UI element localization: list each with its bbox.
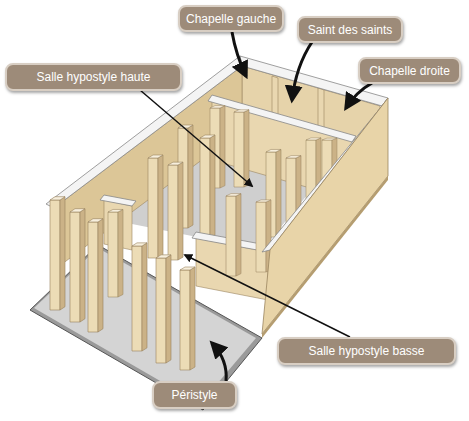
leader-arrow (346, 83, 372, 108)
leader-arrow (292, 42, 312, 100)
callout-text: Chapelle gauche (186, 12, 276, 26)
leader-arrow (232, 32, 246, 76)
callout-box: Saint des saints (297, 16, 403, 43)
callout-text: Salle hypostyle basse (308, 344, 424, 358)
callout-text: Chapelle droite (369, 64, 450, 78)
callout-box: Salle hypostyle haute (5, 63, 182, 91)
callout-text: Péristyle (171, 388, 217, 402)
leader-arrow (140, 90, 252, 186)
wall-top (100, 195, 136, 206)
callout-box: Salle hypostyle basse (277, 337, 456, 365)
leader-arrow (212, 343, 226, 381)
callout-box: Péristyle (152, 381, 237, 409)
callout-box: Chapelle gauche (178, 5, 284, 32)
wall-top (208, 95, 356, 142)
wall-base (262, 176, 388, 338)
callout-text: Salle hypostyle haute (36, 70, 150, 84)
right-wall (262, 98, 388, 334)
leader-arrow (185, 255, 350, 337)
callout-text: Saint des saints (308, 23, 393, 37)
callout-box: Chapelle droite (358, 57, 461, 84)
